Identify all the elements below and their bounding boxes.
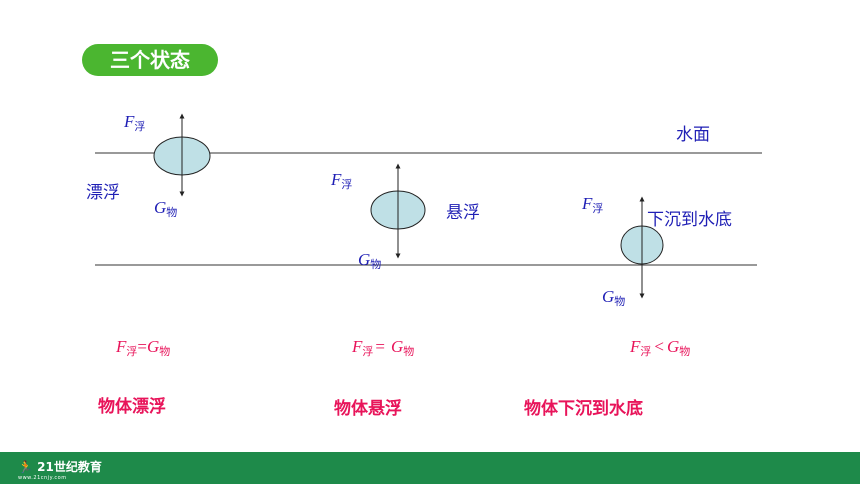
water-surface-label: 水面 xyxy=(676,125,710,145)
state-name-suspended: 悬浮 xyxy=(446,203,480,223)
caption-sunk: 物体下沉到水底 xyxy=(524,399,643,419)
footer-bar xyxy=(0,452,860,484)
floating-buoyancy-label: F浮 xyxy=(124,112,146,133)
suspended-buoyancy-label: F浮 xyxy=(331,170,353,191)
state-name-floating: 漂浮 xyxy=(86,183,120,203)
relation-sunk: F浮<G物 xyxy=(630,337,691,358)
section-title-badge: 三个状态 xyxy=(82,44,218,76)
state-name-sunk: 下沉到水底 xyxy=(647,210,732,230)
suspended-gravity-label: G物 xyxy=(358,250,382,271)
relation-floating: F浮=G物 xyxy=(116,337,171,358)
sunk-gravity-label: G物 xyxy=(602,287,626,308)
footer-logo: 🏃 21世纪教育 www.21cnjy.com xyxy=(18,460,102,481)
caption-suspended: 物体悬浮 xyxy=(334,399,402,419)
runner-icon: 🏃 xyxy=(18,460,33,474)
floating-gravity-label: G物 xyxy=(154,198,178,219)
caption-floating: 物体漂浮 xyxy=(98,397,166,417)
sunk-buoyancy-label: F浮 xyxy=(582,194,604,215)
relation-suspended: F浮=G物 xyxy=(352,337,415,358)
